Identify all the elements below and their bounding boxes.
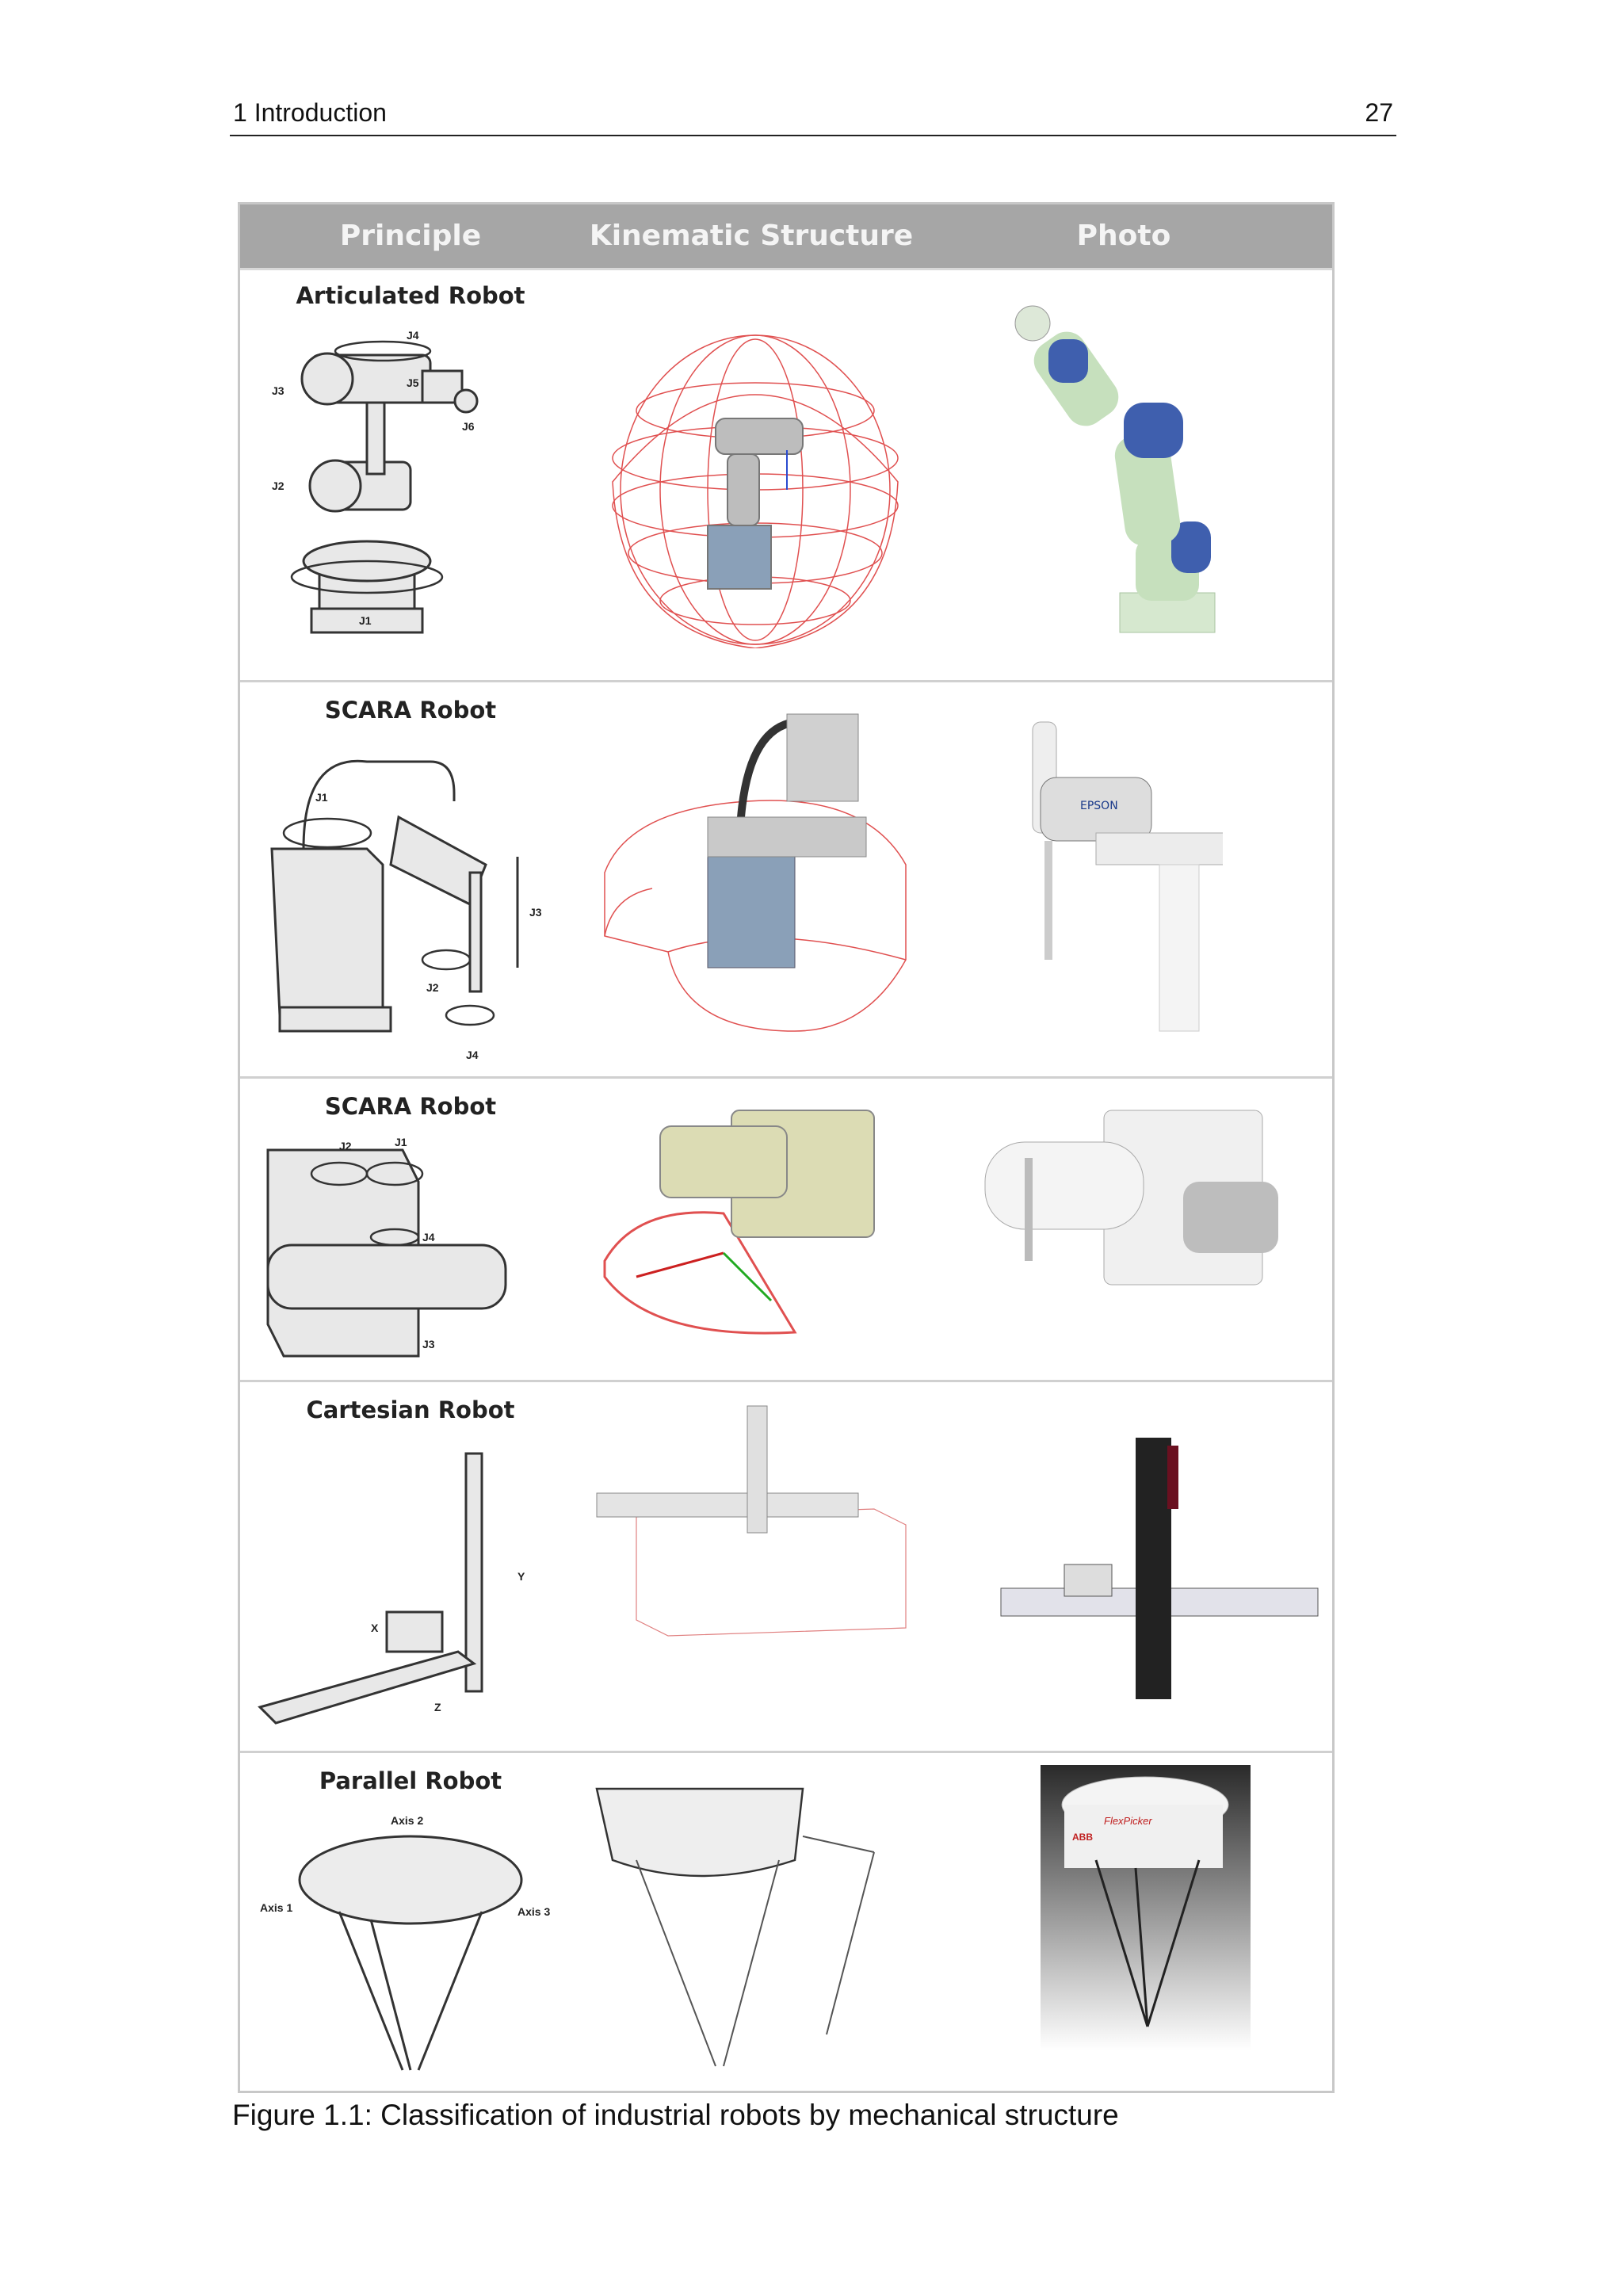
parallel-workspace-diagram <box>589 1773 890 2082</box>
joint-label-j6: J6 <box>462 420 475 433</box>
scara-robot-photo: EPSON <box>1017 714 1223 1047</box>
column-header-kinematic-structure: Kinematic Structure <box>589 220 914 252</box>
table-header-row: Principle Kinematic Structure Photo <box>240 204 1332 270</box>
page-number: 27 <box>1365 98 1393 127</box>
joint-label-j1: J1 <box>359 614 372 627</box>
articulated-robot-photo <box>1001 300 1247 648</box>
joint-label-j5: J5 <box>407 376 419 389</box>
chapter-title: 1 Introduction <box>233 98 387 127</box>
axis-label-x: X <box>371 1622 379 1634</box>
cartesian-robot-photo <box>993 1430 1334 1715</box>
joint-label-j2: J2 <box>339 1140 352 1152</box>
joint-label-j3: J3 <box>529 906 542 919</box>
joint-label-j4: J4 <box>466 1049 479 1061</box>
articulated-principle-drawing: J1 J2 J3 J4 J5 J6 <box>248 323 486 656</box>
table-row-scara-2: SCARA Robot J2 J1 J3 J4 <box>240 1079 1332 1382</box>
joint-label-j1: J1 <box>315 791 328 804</box>
row-title: Cartesian Robot <box>306 1396 515 1423</box>
joint-label-j2: J2 <box>426 981 439 994</box>
figure-caption: Figure 1.1: Classification of industrial… <box>232 2099 1119 2131</box>
scara-2-workspace-diagram <box>589 1095 922 1356</box>
row-title: SCARA Robot <box>324 1093 497 1120</box>
parallel-robot-photo: FlexPicker ABB <box>1041 1765 1251 2050</box>
cartesian-principle-drawing: X Y Z <box>252 1446 537 1739</box>
cartesian-workspace-diagram <box>589 1398 922 1675</box>
scara-2-robot-photo <box>977 1095 1294 1356</box>
row-title: Parallel Robot <box>319 1767 502 1794</box>
robot-classification-table: Principle Kinematic Structure Photo Arti… <box>238 202 1335 2093</box>
axis-label-axis-2: Axis 2 <box>391 1814 423 1827</box>
joint-label-j4: J4 <box>422 1231 435 1244</box>
column-header-photo: Photo <box>1076 220 1171 252</box>
scara-principle-drawing: J1 J2 J3 J4 <box>256 738 557 1071</box>
scara-2-principle-drawing: J2 J1 J3 J4 <box>252 1134 521 1372</box>
row-title: SCARA Robot <box>324 697 497 724</box>
table-row-scara-1: SCARA Robot J1 J2 J3 J4 <box>240 682 1332 1079</box>
joint-label-j1: J1 <box>395 1136 407 1148</box>
joint-label-j3: J3 <box>422 1338 435 1350</box>
table-row-parallel: Parallel Robot Axis 1 Axis 2 Axis 3 <box>240 1753 1332 2091</box>
table-row-articulated: Articulated Robot <box>240 268 1332 682</box>
photo-brand-label: FlexPicker <box>1104 1815 1152 1827</box>
axis-label-y: Y <box>517 1570 525 1583</box>
joint-label-j4: J4 <box>407 329 419 342</box>
running-header: 1 Introduction 27 <box>230 94 1396 136</box>
axis-label-z: Z <box>434 1701 441 1713</box>
photo-logo-label: ABB <box>1072 1832 1093 1843</box>
axis-label-axis-1: Axis 1 <box>260 1901 292 1914</box>
axis-label-axis-3: Axis 3 <box>517 1905 550 1918</box>
joint-label-j3: J3 <box>272 384 285 397</box>
joint-label-j2: J2 <box>272 479 285 492</box>
parallel-principle-drawing: Axis 1 Axis 2 Axis 3 <box>252 1809 553 2086</box>
articulated-workspace-sphere <box>589 331 922 648</box>
table-row-cartesian: Cartesian Robot X Y Z <box>240 1382 1332 1753</box>
column-header-principle: Principle <box>339 220 482 252</box>
photo-brand-label: EPSON <box>1080 800 1118 812</box>
row-title: Articulated Robot <box>296 282 525 309</box>
scara-workspace-diagram <box>589 698 922 1047</box>
